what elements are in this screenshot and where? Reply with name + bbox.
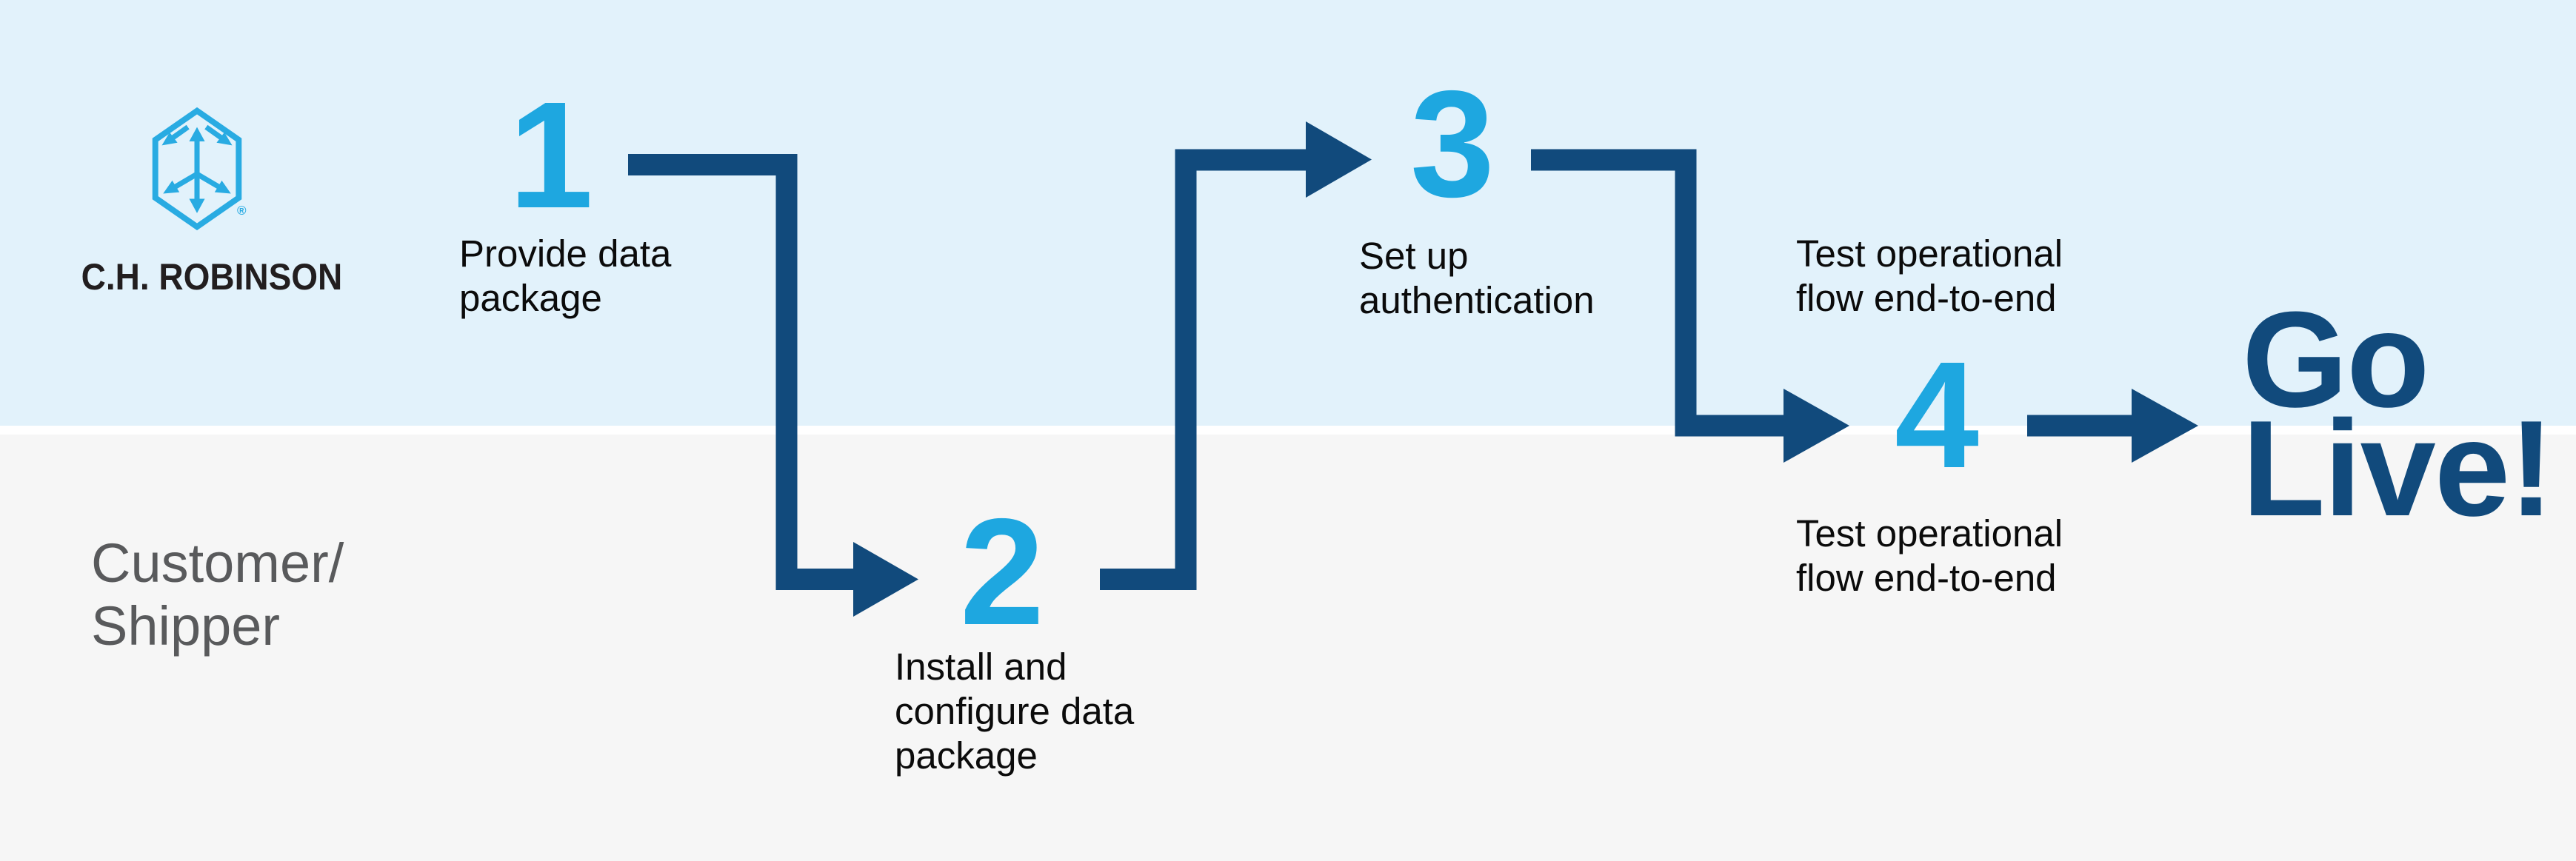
arrowhead-right-icon — [1306, 121, 1372, 198]
step-2-number: 2 — [959, 487, 1044, 657]
hexagon-arrows-icon — [152, 107, 242, 231]
step-label-line: Set up — [1359, 235, 1469, 277]
go-live-line: Live! — [2242, 392, 2554, 544]
step-label-line: configure data — [895, 690, 1135, 732]
step-1-label: Provide data package — [459, 232, 671, 321]
chrobinson-logo: ® C.H. ROBINSON — [71, 103, 343, 298]
step-label-line: flow end-to-end — [1796, 277, 2057, 319]
connector-step1-to-step2 — [628, 154, 918, 617]
go-live-line: Go — [2242, 283, 2430, 435]
step-4-label-bottom: Test operational flow end-to-end — [1796, 512, 2063, 600]
connector-step3-to-step4 — [1531, 149, 1849, 463]
step-label-line: flow end-to-end — [1796, 557, 2057, 599]
step-3-label: Set up authentication — [1359, 234, 1595, 323]
customer-shipper-label: Customer/ Shipper — [91, 532, 344, 657]
step-label-line: authentication — [1359, 279, 1595, 321]
step-1-number: 1 — [508, 70, 593, 240]
arrowhead-right-icon — [2132, 389, 2198, 463]
step-label-line: Provide data — [459, 232, 672, 275]
step-label-line: package — [895, 734, 1038, 777]
step-2-label: Install and configure data package — [895, 645, 1134, 778]
lane-label-line: Shipper — [91, 595, 281, 657]
step-label-line: package — [459, 277, 602, 319]
chrobinson-lane-background — [0, 0, 2576, 426]
step-3-number: 3 — [1409, 59, 1495, 229]
step-label-line: Test operational — [1796, 512, 2063, 555]
step-4-label-top: Test operational flow end-to-end — [1796, 232, 2063, 321]
step-label-line: Test operational — [1796, 232, 2063, 275]
arrowhead-right-icon — [853, 542, 918, 617]
lane-label-line: Customer/ — [91, 532, 344, 594]
step-4-number: 4 — [1894, 330, 1979, 500]
connector-step2-to-step3 — [1100, 121, 1372, 590]
registered-trademark-symbol: ® — [237, 204, 247, 218]
chrobinson-wordmark: C.H. ROBINSON — [81, 256, 343, 298]
connector-step4-to-golive — [2027, 389, 2198, 463]
step-label-line: Install and — [895, 646, 1067, 688]
customer-shipper-lane-background — [0, 435, 2576, 861]
arrowhead-right-icon — [1783, 389, 1849, 463]
go-live-text: Go Live! — [2242, 283, 2554, 544]
